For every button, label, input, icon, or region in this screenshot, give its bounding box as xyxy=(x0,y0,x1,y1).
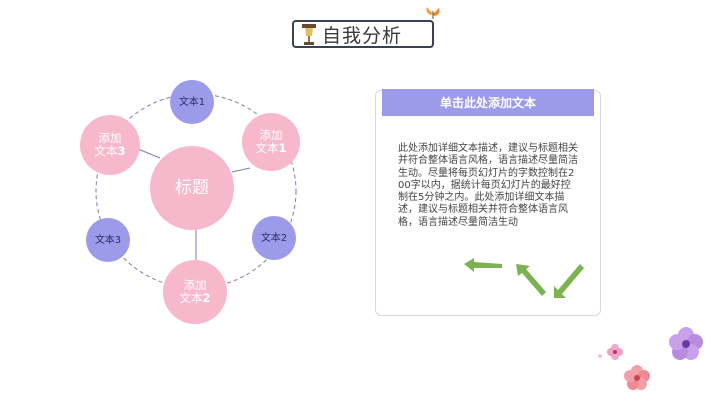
node-upper-right-line2: 文本 xyxy=(255,141,279,155)
trophy-icon xyxy=(302,24,316,45)
butterfly-icon xyxy=(426,7,440,19)
node-top-label: 文本1 xyxy=(178,96,206,108)
panel-body[interactable]: 此处添加详细文本描述，建议与标题相关并符合整体语言风格，语言描述尽量简洁生动。尽… xyxy=(398,143,578,228)
node-upper-left-line2: 文本 xyxy=(94,144,118,158)
node-lower-left: 文本3 xyxy=(86,218,130,262)
title-box: 自我分析 xyxy=(292,20,434,48)
node-lower-left-label: 文本3 xyxy=(94,234,122,246)
node-upper-left: 添加 文本3 xyxy=(80,115,140,175)
node-bottom-num: 2 xyxy=(202,291,211,305)
node-lower-right-label: 文本2 xyxy=(260,232,288,244)
node-bottom-label: 添加 文本2 xyxy=(179,279,210,304)
node-upper-right-line1: 添加 xyxy=(259,128,283,143)
node-bottom-line2: 文本 xyxy=(179,291,203,305)
center-node: 标题 xyxy=(150,146,234,230)
node-upper-left-label: 添加 文本3 xyxy=(94,132,125,157)
node-lower-right: 文本2 xyxy=(252,216,296,260)
arrow-icon xyxy=(464,258,584,298)
node-upper-left-line1: 添加 xyxy=(98,131,122,146)
center-node-label: 标题 xyxy=(175,177,209,198)
node-bottom: 添加 文本2 xyxy=(163,260,227,324)
node-bottom-line1: 添加 xyxy=(183,278,207,293)
page-title: 自我分析 xyxy=(322,24,403,47)
node-top: 文本1 xyxy=(170,80,214,124)
node-upper-left-num: 3 xyxy=(117,144,126,158)
node-upper-right-num: 1 xyxy=(278,141,287,155)
node-upper-right: 添加 文本1 xyxy=(242,113,300,171)
panel-header[interactable]: 单击此处添加文本 xyxy=(382,89,594,116)
node-upper-right-label: 添加 文本1 xyxy=(255,129,286,154)
flower-icon xyxy=(598,327,703,390)
